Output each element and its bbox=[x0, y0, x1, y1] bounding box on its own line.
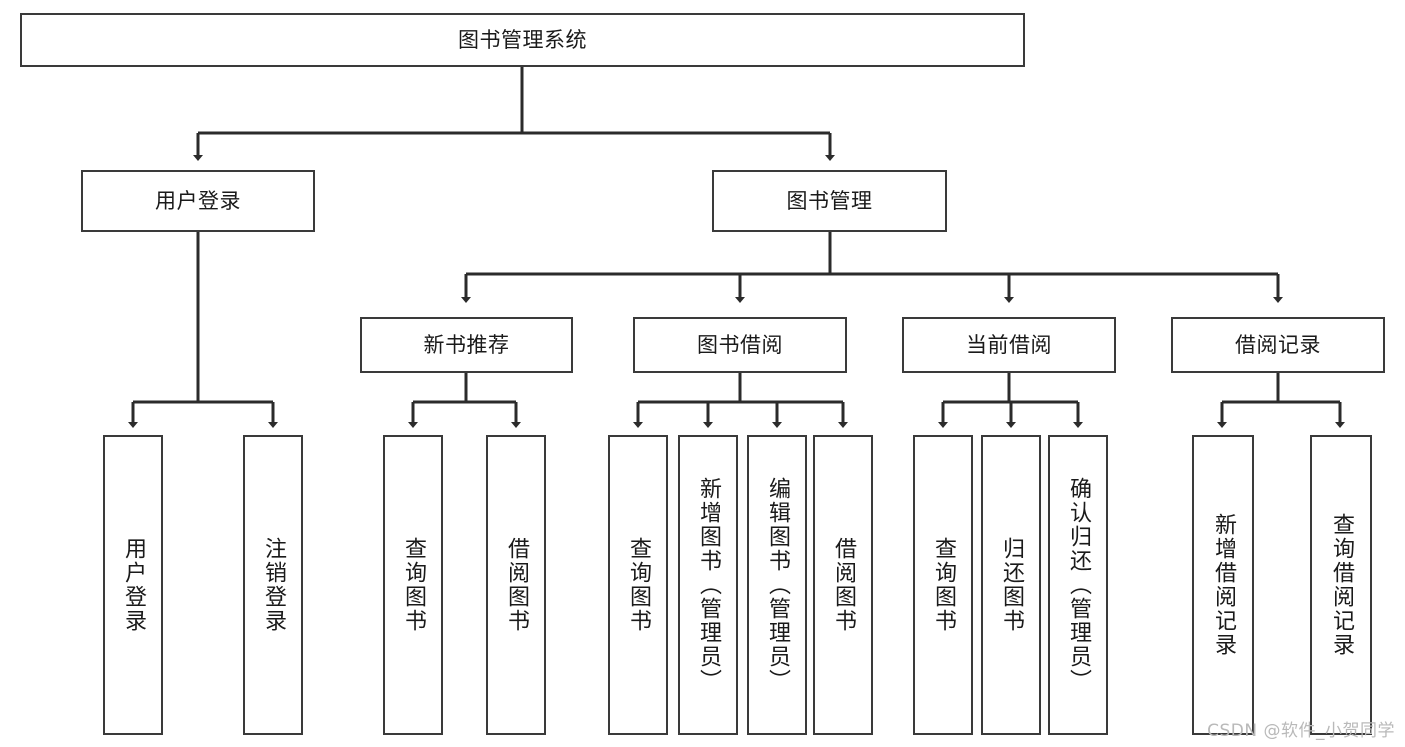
node-label: 当前借阅 bbox=[966, 332, 1052, 357]
leaf-borrow-borrow-book[interactable]: 借阅图书 bbox=[813, 435, 873, 735]
leaf-user-login-signin[interactable]: 用户登录 bbox=[103, 435, 163, 735]
leaf-new-book-query[interactable]: 查询图书 bbox=[383, 435, 443, 735]
node-label: 归还图书 bbox=[998, 537, 1024, 633]
node-book-management[interactable]: 图书管理 bbox=[712, 170, 947, 232]
leaf-current-query-book[interactable]: 查询图书 bbox=[913, 435, 973, 735]
node-label: 借阅图书 bbox=[830, 537, 856, 633]
node-label: 确认归还（管理员） bbox=[1065, 477, 1091, 693]
node-label: 注销登录 bbox=[260, 537, 286, 633]
leaf-current-return-book[interactable]: 归还图书 bbox=[981, 435, 1041, 735]
leaf-record-add[interactable]: 新增借阅记录 bbox=[1192, 435, 1254, 735]
node-current-borrow[interactable]: 当前借阅 bbox=[902, 317, 1116, 373]
node-label: 查询图书 bbox=[400, 537, 426, 633]
node-label: 借阅图书 bbox=[503, 537, 529, 633]
node-label: 图书借阅 bbox=[697, 332, 783, 357]
node-label: 图书管理 bbox=[786, 188, 873, 213]
node-label: 用户登录 bbox=[120, 537, 146, 633]
node-label: 查询图书 bbox=[625, 537, 651, 633]
leaf-borrow-edit-book[interactable]: 编辑图书（管理员） bbox=[747, 435, 807, 735]
leaf-borrow-query-book[interactable]: 查询图书 bbox=[608, 435, 668, 735]
node-label: 借阅记录 bbox=[1235, 332, 1321, 357]
node-root[interactable]: 图书管理系统 bbox=[20, 13, 1025, 67]
node-label: 编辑图书（管理员） bbox=[764, 477, 790, 693]
node-label: 新增借阅记录 bbox=[1210, 513, 1236, 657]
node-label: 新增图书（管理员） bbox=[695, 477, 721, 693]
node-label: 新书推荐 bbox=[423, 332, 510, 357]
node-label: 用户登录 bbox=[155, 188, 241, 213]
leaf-new-book-borrow[interactable]: 借阅图书 bbox=[486, 435, 546, 735]
node-label: 查询图书 bbox=[930, 537, 956, 633]
leaf-record-query[interactable]: 查询借阅记录 bbox=[1310, 435, 1372, 735]
node-label: 图书管理系统 bbox=[458, 27, 587, 52]
node-book-borrow[interactable]: 图书借阅 bbox=[633, 317, 847, 373]
leaf-user-login-signout[interactable]: 注销登录 bbox=[243, 435, 303, 735]
leaf-current-confirm-return[interactable]: 确认归还（管理员） bbox=[1048, 435, 1108, 735]
node-label: 查询借阅记录 bbox=[1328, 513, 1354, 657]
node-user-login[interactable]: 用户登录 bbox=[81, 170, 315, 232]
node-borrow-record[interactable]: 借阅记录 bbox=[1171, 317, 1385, 373]
leaf-borrow-add-book[interactable]: 新增图书（管理员） bbox=[678, 435, 738, 735]
node-new-book-recommend[interactable]: 新书推荐 bbox=[360, 317, 573, 373]
